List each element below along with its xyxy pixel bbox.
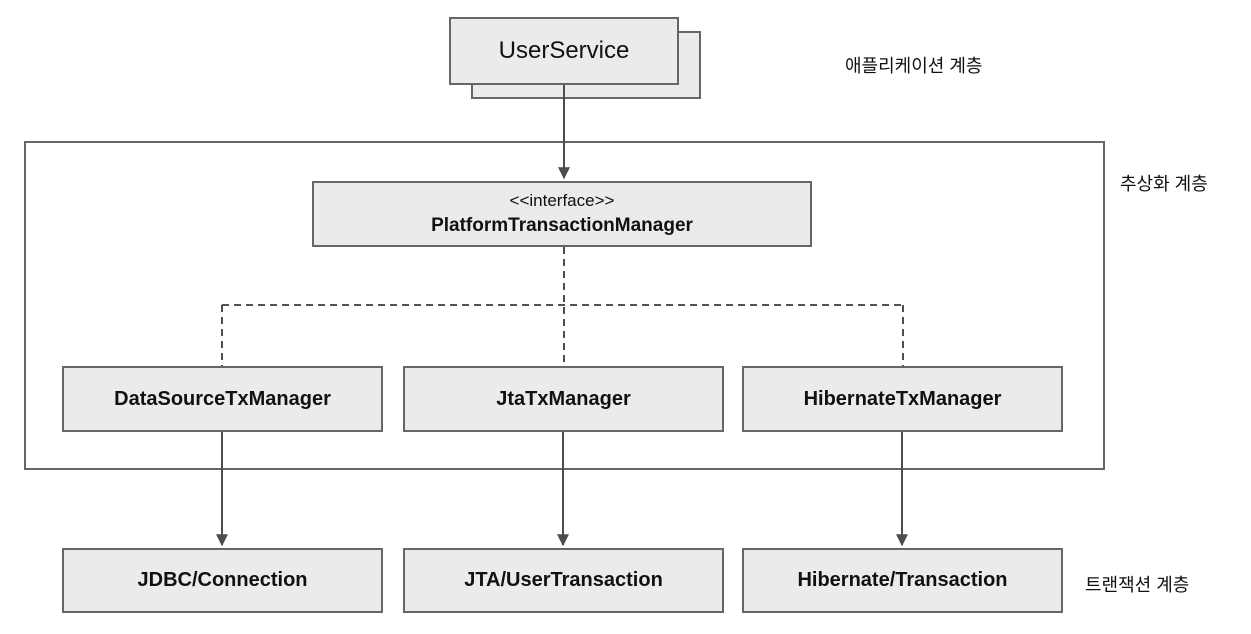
jdbc-connection-label: JDBC/Connection [137, 569, 308, 591]
datasource-tx-manager-node: DataSourceTxManager [62, 366, 383, 432]
userservice-label: UserService [498, 37, 630, 64]
platform-transaction-manager-node: <<interface>> PlatformTransactionManager [312, 181, 812, 247]
userservice-node: UserService [449, 17, 679, 85]
application-layer-label: 애플리케이션 계층 [845, 56, 983, 76]
hibernate-transaction-node: Hibernate/Transaction [742, 548, 1063, 613]
datasource-tx-manager-label: DataSourceTxManager [114, 387, 331, 410]
transaction-layer-label: 트랜잭션 계층 [1085, 575, 1190, 595]
hibernate-tx-manager-label: HibernateTxManager [803, 387, 1002, 410]
jta-usertransaction-label: JTA/UserTransaction [464, 569, 663, 591]
jta-usertransaction-node: JTA/UserTransaction [403, 548, 724, 613]
interface-stereotype-label: <<interface>> [509, 190, 615, 210]
hibernate-transaction-label: Hibernate/Transaction [797, 569, 1008, 591]
hibernate-tx-manager-node: HibernateTxManager [742, 366, 1063, 432]
jta-tx-manager-label: JtaTxManager [496, 387, 631, 410]
abstraction-layer-label: 추상화 계층 [1120, 174, 1208, 194]
jdbc-connection-node: JDBC/Connection [62, 548, 383, 613]
platform-transaction-manager-label: PlatformTransactionManager [431, 214, 693, 236]
jta-tx-manager-node: JtaTxManager [403, 366, 724, 432]
